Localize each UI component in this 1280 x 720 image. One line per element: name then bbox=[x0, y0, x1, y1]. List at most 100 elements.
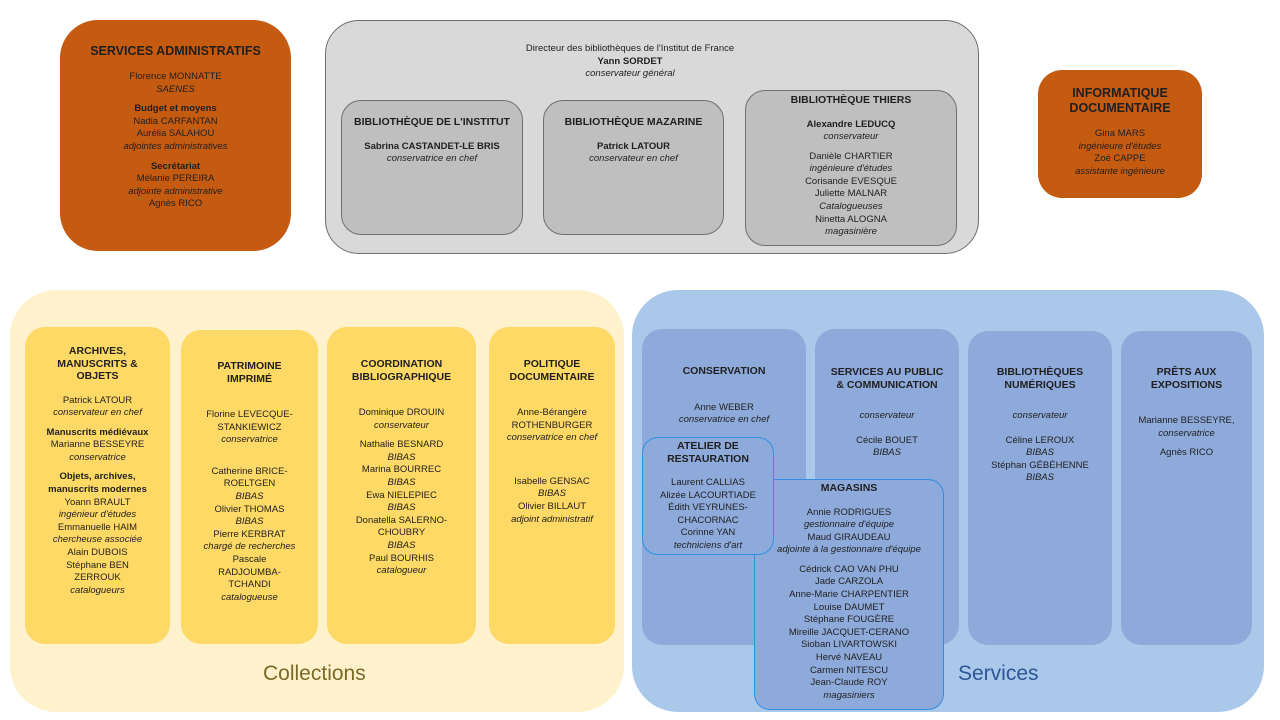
collections-label: Collections bbox=[263, 662, 366, 685]
archives-manuscrits-objets-content: ARCHIVES, MANUSCRITS & OBJETS Patrick LA… bbox=[25, 345, 170, 597]
section-heading: Objets, archives, bbox=[59, 471, 136, 483]
patrimoine-title-line: PATRIMOINE bbox=[217, 360, 282, 372]
staff-name: Ninetta ALOGNA bbox=[815, 213, 887, 225]
coordination-title-line: BIBLIOGRAPHIQUE bbox=[351, 370, 452, 383]
archives-title-line: OBJETS bbox=[76, 370, 119, 382]
admin-role: SAENES bbox=[156, 83, 195, 95]
staff-role: conservateur bbox=[374, 419, 429, 431]
library-director-role: conservatrice en chef bbox=[386, 153, 478, 165]
staff-name: Anne WEBER bbox=[694, 401, 754, 413]
public-title-line: & COMMUNICATION bbox=[836, 378, 938, 391]
bibliotheque-thiers-content: BIBLIOTHÈQUE THIERS Alexandre LEDUCQ con… bbox=[745, 94, 957, 239]
staff-role: BIBAS bbox=[387, 451, 416, 463]
staff-name: Cédrick CAO VAN PHU bbox=[799, 563, 899, 575]
staff-name: Emmanuelle HAIM bbox=[57, 521, 138, 533]
magasins-box bbox=[754, 479, 944, 710]
staff-name: CHACORNAC bbox=[677, 514, 739, 526]
staff-name: Donatella SALERNO- bbox=[355, 514, 448, 526]
atelier-de-restauration-box bbox=[642, 437, 774, 555]
services-au-public-content: SERVICES AU PUBLIC & COMMUNICATION conse… bbox=[815, 366, 959, 460]
director-name: Yann SORDET bbox=[597, 55, 663, 67]
staff-name: Anne-Marie CHARPENTIER bbox=[789, 589, 909, 601]
staff-name: Stéphan GÉBÉHENNE bbox=[991, 459, 1089, 471]
staff-role: BIBAS bbox=[235, 490, 264, 502]
admin-section-heading: Budget et moyens bbox=[134, 103, 217, 115]
staff-name: Alizée LACOURTIADE bbox=[660, 489, 756, 501]
staff-role: conservatrice bbox=[221, 434, 278, 446]
library-director-name: Patrick LATOUR bbox=[596, 140, 671, 152]
magasins-content: MAGASINS Annie RODRIGUES gestionnaire d'… bbox=[754, 482, 944, 702]
library-director-name: Alexandre LEDUCQ bbox=[806, 118, 896, 130]
admin-role: adjointe administrative bbox=[128, 185, 223, 197]
staff-name: Hervé NAVEAU bbox=[815, 652, 883, 664]
staff-name: ZERROUK bbox=[74, 572, 121, 584]
staff-name: Annie RODRIGUES bbox=[806, 506, 892, 518]
staff-role: BIBAS bbox=[1026, 447, 1054, 459]
staff-name: Maud GIRAUDEAU bbox=[807, 531, 891, 543]
staff-role: ingénieure d'études bbox=[809, 163, 893, 175]
staff-role: BIBAS bbox=[1026, 472, 1054, 484]
bibliotheques-numeriques-box bbox=[968, 331, 1112, 645]
staff-role: magasinière bbox=[825, 226, 877, 238]
staff-name: Dominique DROUIN bbox=[358, 407, 445, 418]
staff-name: Céline LEROUX bbox=[1005, 434, 1075, 446]
bibliotheque-thiers-title: BIBLIOTHÈQUE THIERS bbox=[790, 94, 912, 106]
staff-role: BIBAS bbox=[235, 516, 264, 528]
informatique-title-line: DOCUMENTAIRE bbox=[1069, 101, 1171, 115]
public-title-line: SERVICES AU PUBLIC bbox=[830, 366, 944, 378]
archives-title-line: ARCHIVES, bbox=[68, 345, 127, 357]
staff-name: Carmen NITESCU bbox=[809, 664, 889, 676]
staff-role: BIBAS bbox=[387, 539, 416, 551]
conservation-content: CONSERVATION Anne WEBER conservatrice en… bbox=[642, 365, 806, 427]
patrimoine-title-line: IMPRIMÉ bbox=[227, 372, 272, 385]
staff-role: techniciens d'art bbox=[673, 539, 743, 551]
bibliotheque-thiers-box bbox=[745, 90, 957, 246]
staff-name: Olivier BILLAUT bbox=[517, 500, 587, 512]
politique-documentaire-box bbox=[489, 327, 615, 644]
staff-role: conservatrice bbox=[69, 451, 126, 463]
politique-documentaire-content: POLITIQUE DOCUMENTAIRE Anne-Bérangère RO… bbox=[484, 358, 620, 526]
staff-name: Mireille JACQUET-CERANO bbox=[788, 626, 910, 638]
staff-role: conservateur bbox=[1012, 410, 1068, 421]
staff-name: Corisande EVESQUE bbox=[805, 175, 897, 187]
staff-role: ingénieure d'études bbox=[1078, 140, 1162, 152]
bibliotheque-mazarine-title: BIBLIOTHÈQUE MAZARINE bbox=[564, 116, 703, 128]
staff-name: Stéphane FOUGÈRE bbox=[803, 614, 895, 626]
staff-name: Sioban LIVARTOWSKI bbox=[800, 639, 898, 651]
staff-name: Juliette MALNAR bbox=[814, 188, 888, 200]
informatique-title-line: INFORMATIQUE bbox=[1072, 86, 1168, 100]
staff-role: chargé de recherches bbox=[203, 541, 296, 553]
staff-role: magasiniers bbox=[823, 689, 875, 701]
staff-role: gestionnaire d'équipe bbox=[803, 519, 895, 531]
atelier-title-line: ATELIER DE bbox=[677, 440, 739, 452]
atelier-de-restauration-content: ATELIER DE RESTAURATION Laurent CALLIAS … bbox=[642, 440, 774, 553]
staff-name: Nathalie BESNARD bbox=[359, 439, 444, 451]
bibliotheque-mazarine-box bbox=[543, 100, 724, 235]
staff-role: ingénieur d'études bbox=[58, 509, 137, 521]
library-director-role: conservateur en chef bbox=[589, 153, 678, 165]
staff-name: ROTHENBURGER bbox=[511, 419, 593, 431]
atelier-title-line: RESTAURATION bbox=[667, 452, 749, 465]
staff-name: Catherine BRICE- bbox=[211, 465, 288, 477]
staff-role: catalogueurs bbox=[70, 584, 125, 596]
director-title: Directeur des bibliothèques de l'Institu… bbox=[525, 43, 735, 54]
direction-content: Directeur des bibliothèques de l'Institu… bbox=[325, 43, 935, 81]
section-heading: manuscrits modernes bbox=[48, 484, 147, 496]
staff-name: Ewa NIELEPIEC bbox=[366, 489, 437, 501]
staff-name: Marina BOURREC bbox=[361, 464, 442, 476]
staff-name: Marianne BESSEYRE bbox=[50, 439, 145, 451]
prets-aux-expositions-content: PRÊTS AUX EXPOSITIONS Marianne BESSEYRE,… bbox=[1121, 366, 1252, 460]
staff-role: conservatrice en chef bbox=[506, 432, 598, 444]
prets-title-line: EXPOSITIONS bbox=[1150, 378, 1223, 391]
staff-role: BIBAS bbox=[387, 502, 416, 514]
staff-name: Cécile BOUET bbox=[856, 434, 918, 446]
coordination-bibliographique-content: COORDINATION BIBLIOGRAPHIQUE Dominique D… bbox=[327, 358, 476, 578]
staff-name: Florine LEVECQUE- bbox=[206, 409, 293, 420]
admin-section-heading: Secrétariat bbox=[150, 160, 201, 172]
staff-name: Patrick LATOUR bbox=[62, 394, 133, 406]
staff-name: Anne-Bérangère bbox=[517, 407, 587, 418]
staff-role: BIBAS bbox=[538, 488, 566, 500]
staff-name: Zoé CAPPE bbox=[1094, 153, 1146, 165]
staff-role: conservateur en chef bbox=[53, 407, 142, 419]
staff-name: Danièle CHARTIER bbox=[809, 150, 893, 162]
